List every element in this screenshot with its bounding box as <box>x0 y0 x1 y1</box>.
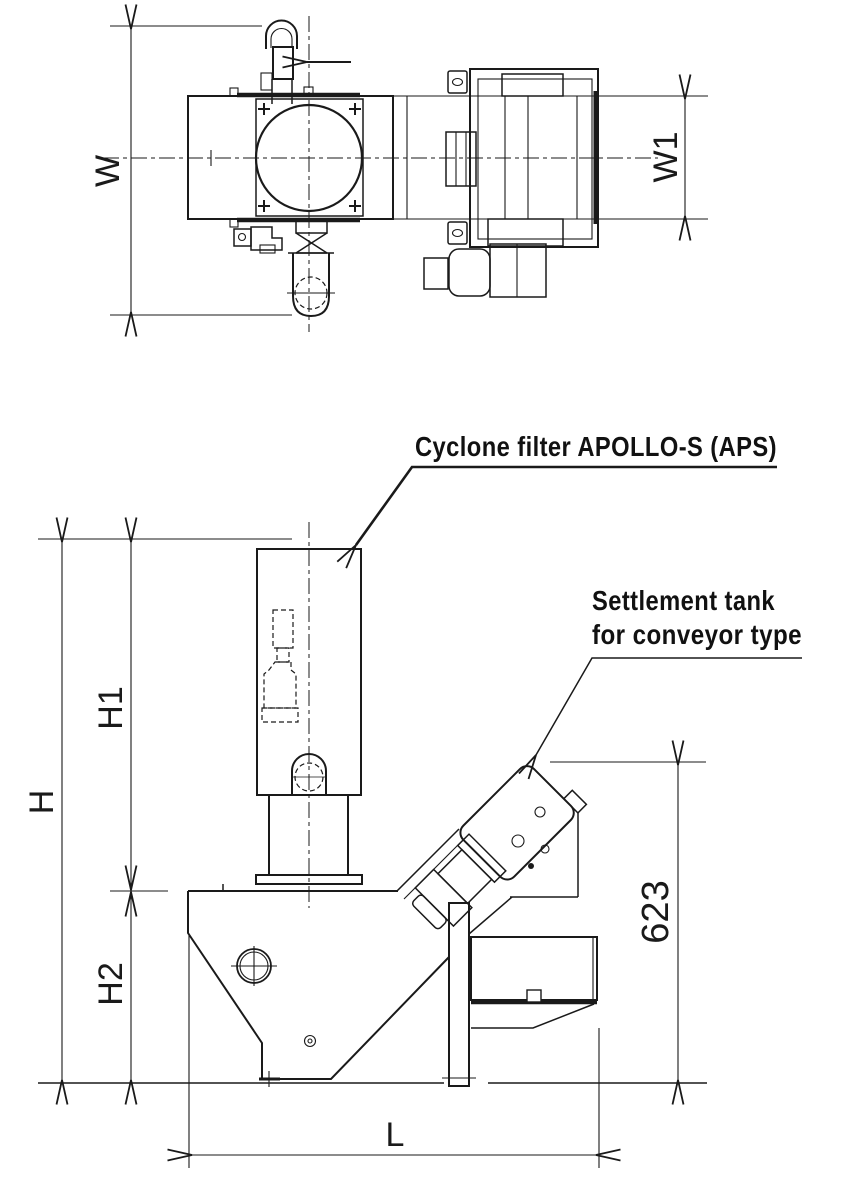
dimension-w: W <box>89 4 292 337</box>
cyclone-body-circle <box>254 103 364 213</box>
top-view: W W1 <box>89 4 708 337</box>
conveyor-plate <box>442 902 476 1087</box>
hopper-bolt <box>303 1034 317 1048</box>
filter-housing-top <box>187 86 708 228</box>
centerlines-top <box>103 16 658 332</box>
dim-label-l: L <box>386 1116 405 1154</box>
annotation-cyclone-leader <box>336 465 777 569</box>
box-chute <box>471 1003 595 1029</box>
internal-valve-dashed <box>261 609 299 723</box>
hopper-drain-mark <box>259 1071 280 1087</box>
annotation-settlement: Settlement tank for conveyor type <box>518 585 802 780</box>
dimension-h2: H2 <box>92 865 168 1105</box>
cyclone-cylinder-side <box>256 548 362 796</box>
settlement-tank-side <box>411 765 588 935</box>
mount-tab-lower <box>447 221 468 245</box>
annotation-settlement-line2: for conveyor type <box>592 619 802 650</box>
discharge-funnel-top <box>287 218 335 318</box>
dim-label-h: H <box>23 790 61 815</box>
annotation-cyclone: Cyclone filter APOLLO-S (APS) <box>336 431 777 569</box>
shaft-coupling-top <box>445 131 477 187</box>
dimension-h: H <box>23 517 292 1105</box>
mount-tab-upper <box>447 70 468 94</box>
dimension-l: L <box>167 935 621 1168</box>
screw-marks <box>258 103 361 212</box>
annotation-cyclone-text: Cyclone filter APOLLO-S (APS) <box>415 431 777 462</box>
tank-support <box>468 813 579 935</box>
inlet-pipe-top <box>260 19 298 104</box>
hopper-sight-glass <box>231 946 277 986</box>
dim-label-623: 623 <box>635 880 677 943</box>
dim-label-w1: W1 <box>647 132 685 183</box>
tank-bolts <box>511 806 550 869</box>
dimension-623: 623 <box>550 740 706 1105</box>
dimension-h1: H1 <box>92 517 138 917</box>
support-struts <box>396 828 465 900</box>
annotation-settlement-line1: Settlement tank <box>592 585 775 616</box>
stand-pipe <box>255 795 363 885</box>
settlement-tank-top <box>423 68 599 298</box>
hopper-side <box>187 884 450 1087</box>
collection-box <box>470 936 598 1029</box>
dim-label-w: W <box>89 155 127 187</box>
outlet-arch <box>291 753 327 795</box>
side-view: H H1 H2 623 L Cyclone filter APOLL <box>23 431 802 1168</box>
dimension-w1: W1 <box>647 74 692 241</box>
motor-top <box>423 243 547 298</box>
annotation-settlement-leader <box>518 657 802 780</box>
dim-label-h1: H1 <box>92 686 130 729</box>
drain-bracket-top <box>233 226 283 254</box>
dim-label-h2: H2 <box>92 962 130 1005</box>
